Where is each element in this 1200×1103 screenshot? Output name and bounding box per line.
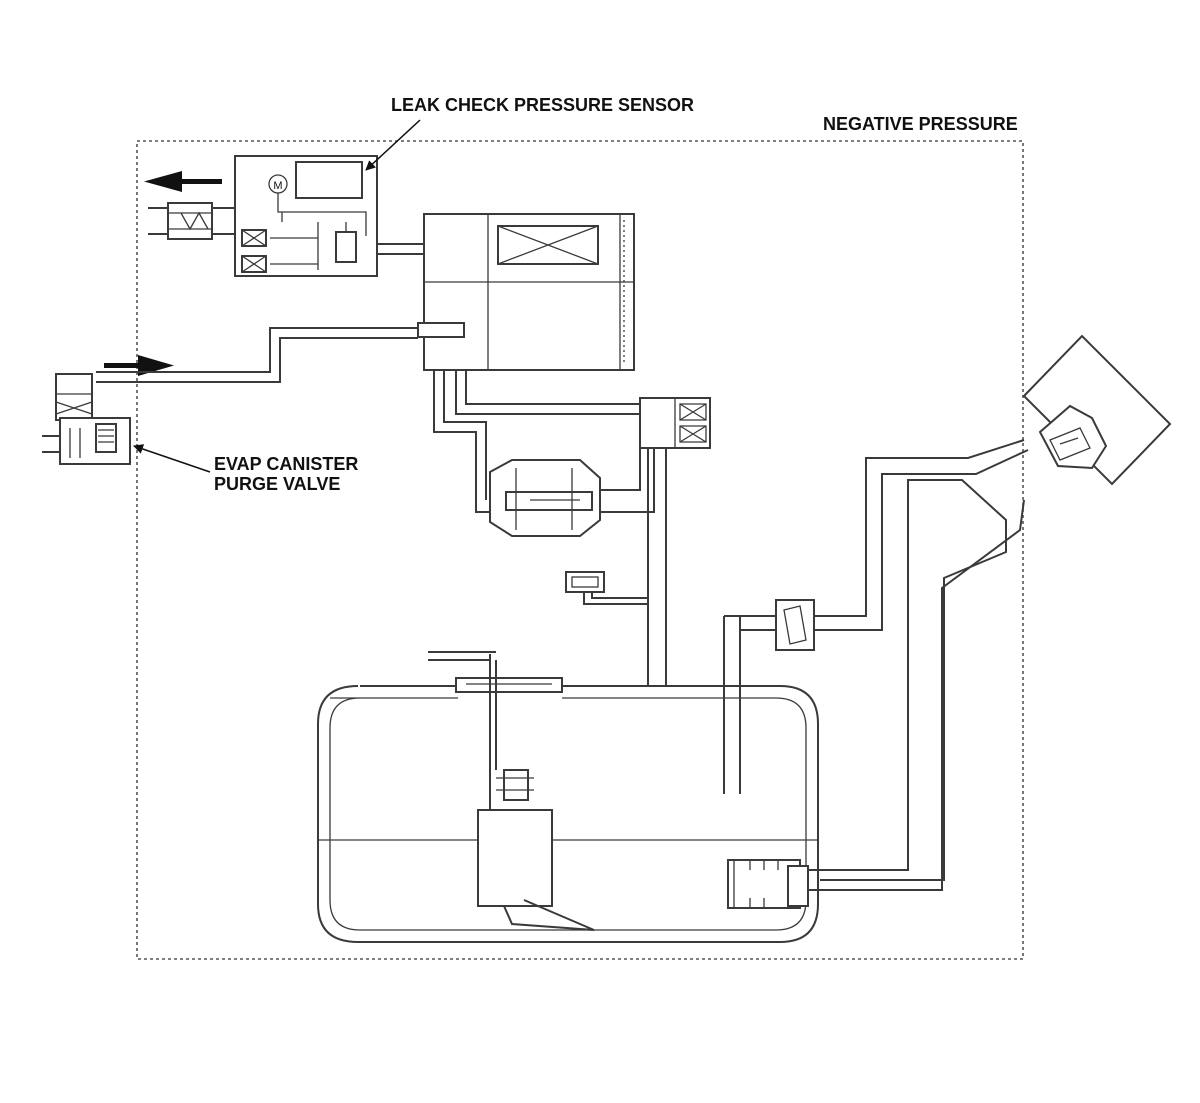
- purge-valve-label-line1: EVAP CANISTER: [214, 454, 359, 474]
- fuel-pump-module: [428, 651, 595, 931]
- bypass-solenoid-valve: [475, 448, 655, 537]
- purge-line: [96, 327, 418, 373]
- fuel-filler-cap: [1022, 334, 1172, 486]
- evap-canister: [417, 213, 635, 371]
- flow-arrow-right: [104, 355, 174, 376]
- purge-valve-leader-line: [133, 444, 211, 473]
- fuel-tank: [317, 677, 819, 943]
- flow-arrow-left: [144, 171, 222, 192]
- leak-check-module: [234, 155, 424, 277]
- negative-pressure-label: NEGATIVE PRESSURE: [823, 114, 1018, 134]
- leak-check-pressure-sensor-label: LEAK CHECK PRESSURE SENSOR: [391, 95, 695, 115]
- purge-valve-label-line2: PURGE VALVE: [214, 474, 341, 494]
- motor-symbol: M: [273, 180, 282, 192]
- dust-filter: [148, 202, 235, 240]
- two-way-valve: [639, 397, 711, 449]
- sensor-leader-line: [365, 119, 421, 171]
- fuel-fill-pipe: [723, 439, 1029, 909]
- fuel-tank-pressure-sensor: [565, 571, 648, 605]
- evap-canister-purge-valve: [42, 373, 131, 465]
